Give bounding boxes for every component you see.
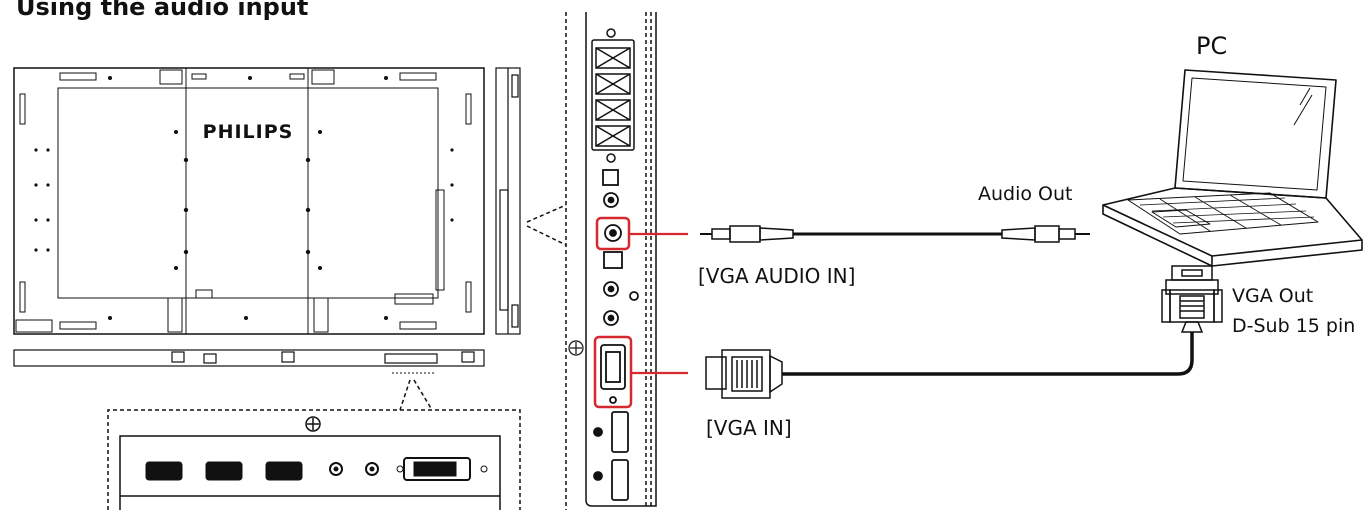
ground-icon xyxy=(568,340,584,356)
bottom-ports-callout xyxy=(107,379,521,510)
side-ports-callout xyxy=(526,12,567,510)
pc-label: PC xyxy=(1196,32,1227,60)
audio-cable xyxy=(700,225,1090,243)
vga-in-label: [VGA IN] xyxy=(706,416,792,440)
audio-out-label: Audio Out xyxy=(978,183,1073,205)
section-heading: Using the audio input xyxy=(16,0,308,21)
vga-out-label: VGA Out xyxy=(1232,285,1313,307)
vga-audio-in-label: [VGA AUDIO IN] xyxy=(698,264,855,288)
vga-cable-line xyxy=(782,332,1194,376)
bottom-panel-ports xyxy=(145,457,488,481)
display-bottom-profile xyxy=(13,349,485,367)
display-brand-logo: PHILIPS xyxy=(203,121,294,143)
laptop-icon xyxy=(1102,69,1363,267)
display-screw-dots xyxy=(34,76,454,320)
display-side-profile xyxy=(495,67,521,335)
vga-cable-right-connector xyxy=(1161,265,1223,333)
strip-ports xyxy=(593,169,639,501)
port-strip-panel xyxy=(585,12,657,507)
dsub-label: D-Sub 15 pin xyxy=(1232,315,1355,337)
speaker-terminal-block xyxy=(591,28,635,163)
vga-cable-left-connector xyxy=(705,349,783,399)
bottom-ports-panel xyxy=(119,416,501,510)
display-rear-view xyxy=(13,67,485,335)
